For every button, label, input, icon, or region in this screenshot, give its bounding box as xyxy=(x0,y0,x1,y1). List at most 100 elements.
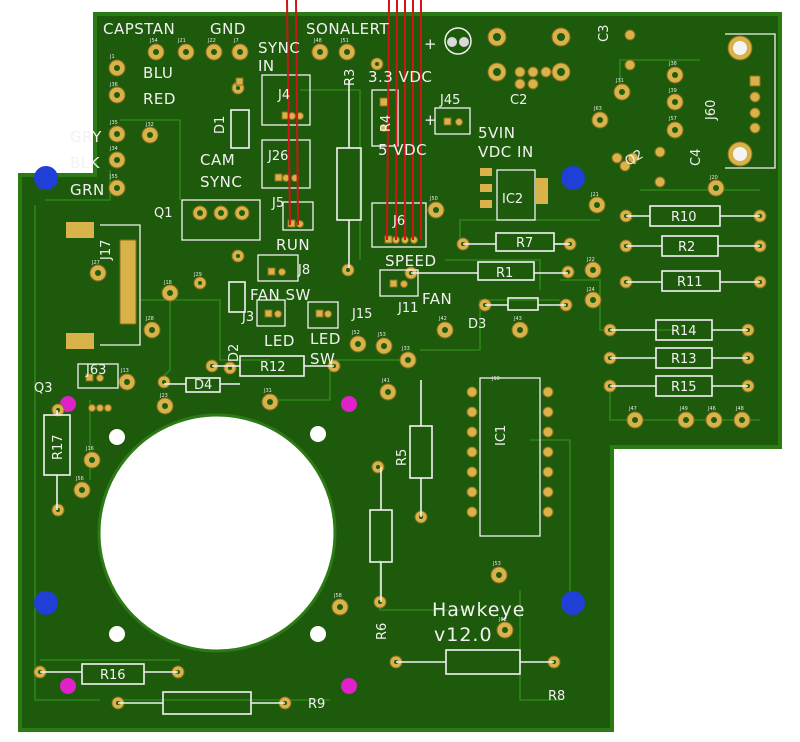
r4-outline xyxy=(371,89,399,147)
r11-ref: R11 xyxy=(677,275,703,290)
r17-ref: R17 xyxy=(51,434,66,460)
mount-hole xyxy=(310,626,326,642)
svg-text:J31: J31 xyxy=(263,388,272,394)
svg-text:J13: J13 xyxy=(120,368,129,374)
svg-text:J33: J33 xyxy=(401,346,410,352)
fiducial-magenta xyxy=(60,678,76,694)
j15-ref: J15 xyxy=(351,307,372,322)
j5-ref: J5 xyxy=(271,196,284,211)
d1-ref: D1 xyxy=(213,116,228,134)
svg-text:J23: J23 xyxy=(159,393,168,399)
j11-ref: J11 xyxy=(397,301,418,316)
fan-sw-label: FAN SW xyxy=(250,286,311,304)
j11-header xyxy=(379,269,419,297)
svg-text:J20: J20 xyxy=(709,175,718,181)
r9-ref: R9 xyxy=(308,697,325,712)
c2-ref: C2 xyxy=(510,93,527,108)
sync-in-label-line2: IN xyxy=(258,57,275,75)
svg-text:J63: J63 xyxy=(593,106,602,112)
svg-text:J16: J16 xyxy=(85,446,94,452)
r15-ref: R15 xyxy=(671,380,697,395)
ic1-ref: IC1 xyxy=(494,425,509,446)
svg-text:J48: J48 xyxy=(735,406,744,412)
r2-ref: R2 xyxy=(678,240,695,255)
plus-sign-2: + xyxy=(424,111,437,129)
board-title: Hawkeye xyxy=(432,599,525,621)
j45-header xyxy=(434,107,471,135)
tiny-pad-refs: J1 J36 J35 J34 J55 J32 J54 J21 J22 J7 J4… xyxy=(75,38,744,623)
q1-outline xyxy=(181,199,261,241)
c1-capacitor xyxy=(444,27,472,55)
svg-text:J52: J52 xyxy=(351,330,360,336)
q3-ref: Q3 xyxy=(34,381,53,396)
c1-capacitor-pad xyxy=(447,37,457,47)
mount-hole xyxy=(109,429,125,445)
j60-connector xyxy=(725,33,776,169)
d2-ref: D2 xyxy=(227,344,242,362)
led-sw-label-line1: LED xyxy=(310,330,341,348)
j26-header xyxy=(261,139,311,189)
svg-text:J53: J53 xyxy=(377,332,386,338)
r6-ref: R6 xyxy=(375,623,390,640)
svg-text:J27: J27 xyxy=(91,260,100,266)
test-pads xyxy=(33,43,767,710)
red-wires xyxy=(286,0,422,241)
resistors xyxy=(40,80,760,715)
fiducial-blue xyxy=(561,166,585,190)
svg-text:J55: J55 xyxy=(109,174,118,180)
svg-text:J18: J18 xyxy=(163,280,172,286)
svg-text:J22: J22 xyxy=(586,257,595,263)
svg-text:J41: J41 xyxy=(381,378,390,384)
sonalert-label: SONALERT xyxy=(306,20,389,38)
svg-text:J48: J48 xyxy=(313,38,322,44)
j6-ref: J6 xyxy=(392,214,405,229)
svg-text:J62: J62 xyxy=(498,617,507,623)
led-sw-label-line2: SW xyxy=(310,350,335,368)
j3-header xyxy=(256,299,286,327)
fiducial-blue xyxy=(34,166,58,190)
svg-text:J36: J36 xyxy=(109,82,118,88)
ic1-chip xyxy=(466,377,554,537)
led-label: LED xyxy=(264,332,295,350)
svg-text:J46: J46 xyxy=(707,406,716,412)
run-label: RUN xyxy=(276,236,310,254)
j17-connector xyxy=(66,222,141,349)
j17-ref: J17 xyxy=(99,240,114,261)
ic2-ref: IC2 xyxy=(502,192,523,207)
j60-ref: J60 xyxy=(704,100,719,121)
svg-text:J10: J10 xyxy=(491,376,500,382)
svg-text:J22: J22 xyxy=(207,38,216,44)
capstan-label: CAPSTAN xyxy=(103,20,175,38)
r4-ref: R4 xyxy=(379,115,394,132)
board-version: v12.0 xyxy=(434,624,493,646)
capacitor-pads xyxy=(487,27,666,188)
svg-text:J43: J43 xyxy=(513,316,522,322)
r12-ref: R12 xyxy=(260,360,286,375)
j63-ref: J63 xyxy=(85,363,106,378)
r8-ref: R8 xyxy=(548,689,565,704)
fiducial-magenta xyxy=(341,396,357,412)
svg-text:J1: J1 xyxy=(109,54,115,60)
svg-text:J49: J49 xyxy=(679,406,688,412)
fiducial-blue xyxy=(34,591,58,615)
svg-text:J53: J53 xyxy=(492,561,501,567)
r16-ref: R16 xyxy=(100,668,126,683)
r5-ref: R5 xyxy=(395,449,410,466)
cam-sync-label-line2: SYNC xyxy=(200,173,242,191)
grn-label: GRN xyxy=(70,181,105,199)
cam-sync-label-line1: CAM xyxy=(200,151,235,169)
r1-ref: R1 xyxy=(496,266,513,281)
svg-text:J57: J57 xyxy=(668,116,677,122)
v5-label: 5 VDC xyxy=(378,141,427,159)
fiducial-magenta xyxy=(341,678,357,694)
j26-ref: J26 xyxy=(267,149,288,164)
j4-header xyxy=(261,74,311,126)
svg-text:J38: J38 xyxy=(668,61,677,67)
j8-ref: J8 xyxy=(297,263,310,278)
j15-header xyxy=(307,301,339,329)
svg-text:J31: J31 xyxy=(615,78,624,84)
d3-ref: D3 xyxy=(468,317,486,332)
j63-header xyxy=(77,363,119,389)
svg-text:J35: J35 xyxy=(109,120,118,126)
svg-text:J54: J54 xyxy=(149,38,158,44)
